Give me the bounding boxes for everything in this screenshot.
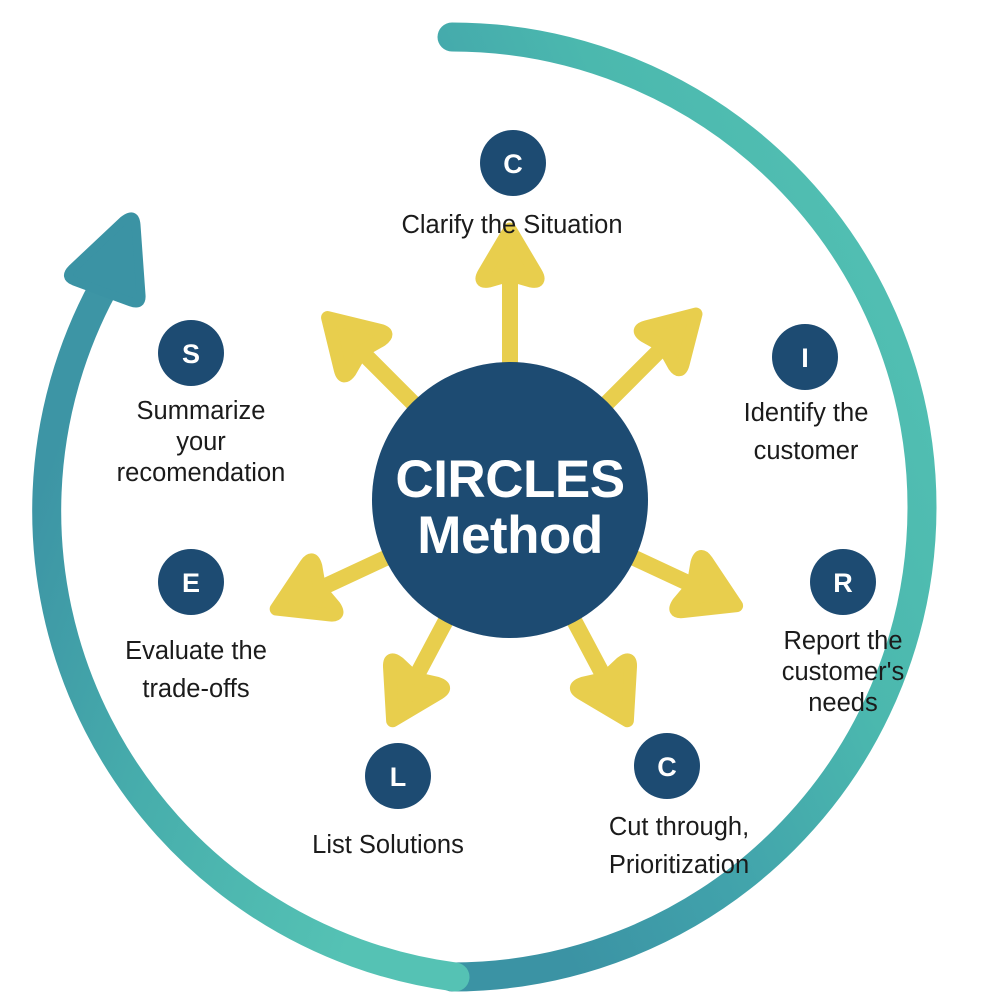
center-circle <box>372 362 648 638</box>
arc-arrowhead-icon <box>64 212 146 308</box>
badge-circle-e[interactable] <box>158 549 224 615</box>
outer-circular-arrow <box>32 22 937 992</box>
node-label-summarize-line3: recomendation <box>117 459 286 487</box>
badge-letter-r: R <box>833 568 853 598</box>
node-label-report-line3: needs <box>808 689 877 717</box>
badge-letter-e: E <box>182 568 200 598</box>
badge-circle-i[interactable] <box>772 324 838 390</box>
arc-segment-left <box>32 273 470 992</box>
radial-arrow-up-right <box>597 307 703 413</box>
node-list-solutions[interactable]: L List Solutions <box>312 743 464 859</box>
node-label-evaluate-line2: trade-offs <box>142 675 249 703</box>
node-report-the-customers-needs[interactable]: R Report the customer's needs <box>782 549 904 717</box>
node-clarify-the-situation[interactable]: C Clarify the Situation <box>401 130 623 239</box>
badge-circle-s[interactable] <box>158 320 224 386</box>
badge-circle-r[interactable] <box>810 549 876 615</box>
radial-arrow-down-right <box>565 611 637 728</box>
node-label-evaluate-line1: Evaluate the <box>125 637 267 665</box>
node-label-clarify-line1: Clarify the Situation <box>401 211 622 239</box>
badge-circle-l[interactable] <box>365 743 431 809</box>
badge-circle-c2[interactable] <box>634 733 700 799</box>
node-label-list-line1: List Solutions <box>312 831 464 859</box>
node-label-cut-line1: Cut through, <box>609 813 749 841</box>
badge-letter-c2: C <box>657 752 677 782</box>
node-label-identify-line2: customer <box>754 437 859 465</box>
node-cut-through-prioritization[interactable]: C Cut through, Prioritization <box>609 733 749 879</box>
node-identify-the-customer[interactable]: I Identify the customer <box>744 324 869 465</box>
radial-arrow-right-down <box>624 549 744 619</box>
node-label-summarize-line1: Summarize <box>137 397 266 425</box>
badge-letter-c1: C <box>503 149 523 179</box>
badge-letter-i: I <box>801 343 809 373</box>
radial-arrow-up-left <box>321 311 423 413</box>
node-evaluate-the-trade-offs[interactable]: E Evaluate the trade-offs <box>125 549 267 703</box>
node-label-cut-line2: Prioritization <box>609 851 749 879</box>
center-hub: CIRCLES Method <box>372 362 648 638</box>
radial-arrow-down-left <box>383 611 455 728</box>
node-label-report-line1: Report the <box>783 627 902 655</box>
center-title-line2: Method <box>417 506 602 565</box>
badge-letter-s: S <box>182 339 200 369</box>
radial-arrow-up <box>475 222 545 371</box>
arc-segment-right <box>437 22 937 992</box>
badge-letter-l: L <box>390 762 407 792</box>
radial-arrow-left-down <box>269 549 396 622</box>
badge-circle-c1[interactable] <box>480 130 546 196</box>
node-label-report-line2: customer's <box>782 658 904 686</box>
node-label-identify-line1: Identify the <box>744 399 869 427</box>
center-title-line1: CIRCLES <box>395 450 624 509</box>
node-label-summarize-line2: your <box>176 428 226 456</box>
node-summarize-your-recomendation[interactable]: S Summarize your recomendation <box>117 320 286 487</box>
radial-arrows-group <box>269 222 744 728</box>
